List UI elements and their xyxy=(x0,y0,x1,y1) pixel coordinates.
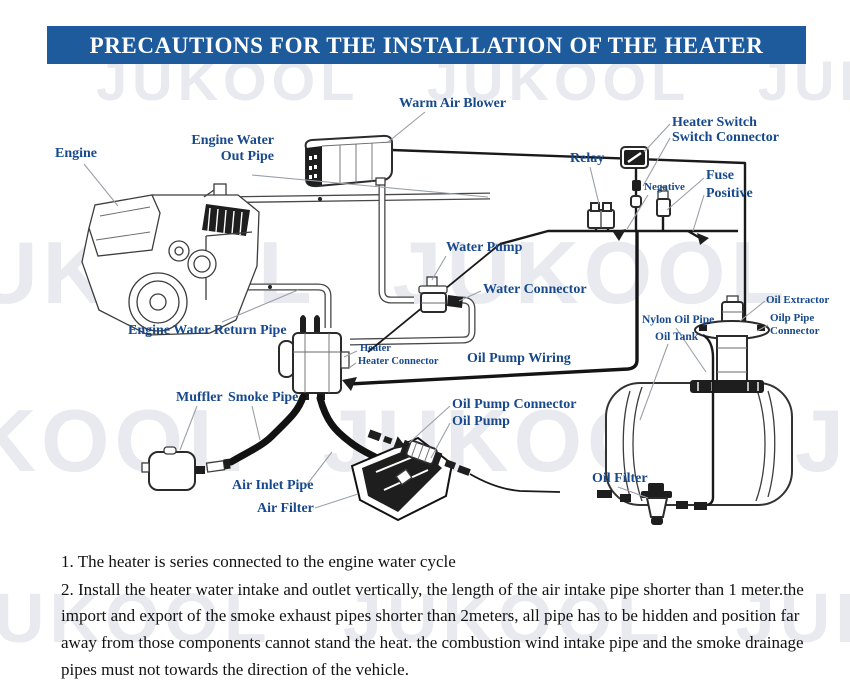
heater-switch-drawing xyxy=(620,146,649,169)
relay-drawing xyxy=(587,202,615,231)
air-inlet-pipe-drawing xyxy=(316,394,381,462)
label-engine: Engine xyxy=(55,146,98,161)
pump-to-filter-line xyxy=(469,473,561,493)
installation-notes: 1. The heater is series connected to the… xyxy=(61,549,813,684)
label-oil-tank: Oil Tank xyxy=(655,331,699,343)
water-connector-drawing xyxy=(447,295,463,308)
muffler-drawing xyxy=(141,446,231,491)
label-air-filter: Air Filter xyxy=(257,501,314,516)
page-title: PRECAUTIONS FOR THE INSTALLATION OF THE … xyxy=(47,26,806,64)
wiring-arrowhead xyxy=(342,377,357,391)
pipe-joint-dot xyxy=(268,285,272,289)
label-heater: Heater xyxy=(360,343,391,354)
label-oil-extractor: Oil Extractor xyxy=(766,294,830,306)
label-positive: Positive xyxy=(706,186,753,201)
watermark-text: JUKOOL JUKOOL JUKOOL xyxy=(0,579,850,657)
label-engine-water-out-pipe: Engine Water Out Pipe xyxy=(191,133,274,165)
heater-drawing xyxy=(278,315,350,400)
smoke-pipe-drawing xyxy=(227,393,307,466)
nylon-oil-pipe-drawing xyxy=(698,333,715,507)
label-warm-air-blower: Warm Air Blower xyxy=(399,96,507,111)
label-water-connector: Water Connector xyxy=(483,282,587,297)
label-smoke-pipe: Smoke Pipe xyxy=(228,390,299,405)
label-air-inlet-pipe: Air Inlet Pipe xyxy=(232,478,314,493)
engine-drawing xyxy=(81,183,260,336)
note-1: 1. The heater is series connected to the… xyxy=(61,552,456,571)
label-oil-filter: Oil Filter xyxy=(592,471,648,486)
label-relay: Relay xyxy=(570,151,605,166)
blower-duct-pipe-drawing xyxy=(378,176,414,304)
label-negative: Negative xyxy=(644,181,685,193)
oil-pump-drawing xyxy=(367,429,471,486)
label-water-pump: Water Pump xyxy=(446,240,523,255)
label-heater-switch: Heater Switch xyxy=(672,115,757,130)
engine-water-return-pipe-drawing xyxy=(183,283,332,328)
main-harness-wire xyxy=(499,229,738,246)
oil-extractor-drawing xyxy=(690,295,770,393)
oil-pump-wiring-drawing xyxy=(348,232,639,386)
label-heater-connector: Heater Connector xyxy=(358,356,439,367)
note-2: 2. Install the heater water intake and o… xyxy=(61,579,804,679)
label-switch-connector: Switch Connector xyxy=(672,130,779,145)
negative-terminal xyxy=(613,229,626,241)
warm-air-blower-drawing xyxy=(304,134,393,188)
water-pump-drawing xyxy=(418,276,448,313)
leader-lines xyxy=(83,111,769,509)
pump-outlet-pipe-drawing xyxy=(349,296,476,346)
positive-terminal xyxy=(697,233,709,245)
label-nylon-oil-pipe: Nylon Oil Pipe xyxy=(642,314,715,326)
oil-filter-drawing xyxy=(597,483,707,525)
label-oil-pump-connector: Oil Pump Connector xyxy=(452,397,577,412)
switch-connector-drawing xyxy=(630,168,642,231)
label-engine-water-return-pipe: Engine Water Return Pipe xyxy=(128,323,287,338)
blower-wire xyxy=(391,148,747,378)
label-oil-pump: Oil Pump xyxy=(452,414,510,429)
label-oilp-pipe-connector: Oilp Pipe Connector xyxy=(770,312,820,337)
label-muffler: Muffler xyxy=(176,390,223,405)
pipe-joint-dot xyxy=(318,197,322,201)
label-fuse: Fuse xyxy=(706,168,734,183)
label-oil-pump-wiring: Oil Pump Wiring xyxy=(467,351,571,366)
diagram-canvas xyxy=(81,111,793,525)
